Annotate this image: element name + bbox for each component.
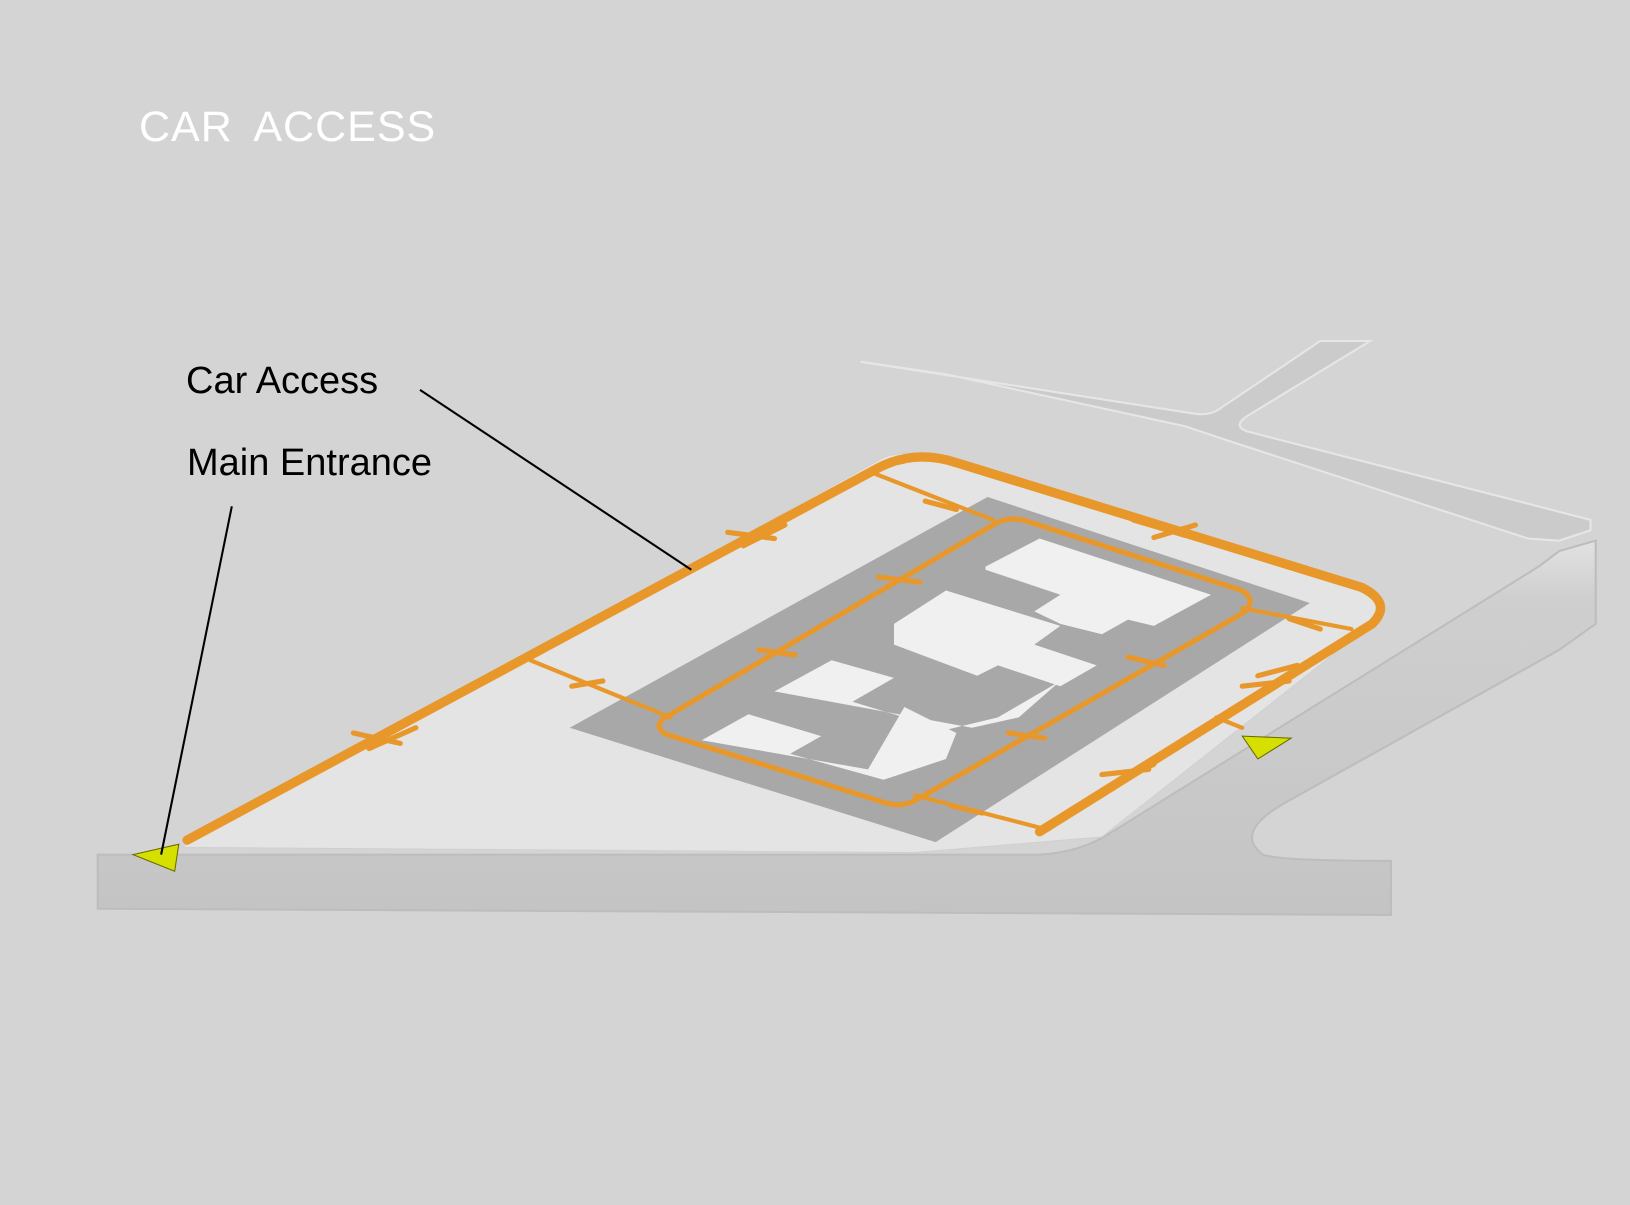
car-access-route: [182, 452, 1386, 845]
bottom-road: [96, 539, 1597, 916]
secondary-entrance-marker: [1241, 735, 1293, 760]
parking-markers: [350, 498, 1323, 816]
diagram-title: CAR ACCESS: [139, 103, 437, 151]
main-entrance-leader-line: [160, 506, 233, 855]
main-entrance-label: Main Entrance: [187, 442, 433, 484]
outer-loop: [182, 452, 1386, 845]
buildings: [701, 538, 1212, 780]
car-access-label: Car Access: [186, 360, 379, 402]
inner-loop: [656, 516, 1253, 808]
main-entrance-marker: [131, 843, 180, 872]
top-road: [860, 339, 1592, 542]
car-access-leader-line: [419, 389, 692, 571]
